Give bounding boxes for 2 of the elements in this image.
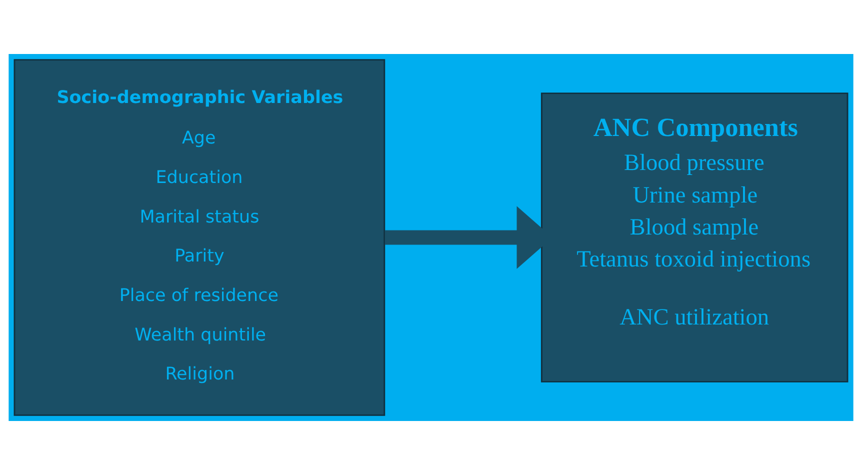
node-box: ANC Components Blood pressure Urine sample Blood sample Tetanus toxoid injections ANC utilization [540,92,848,382]
node-box: Socio-demographic Variables Age Education Marital status Parity Place of residence Wealth quintile Religion [14,59,386,416]
